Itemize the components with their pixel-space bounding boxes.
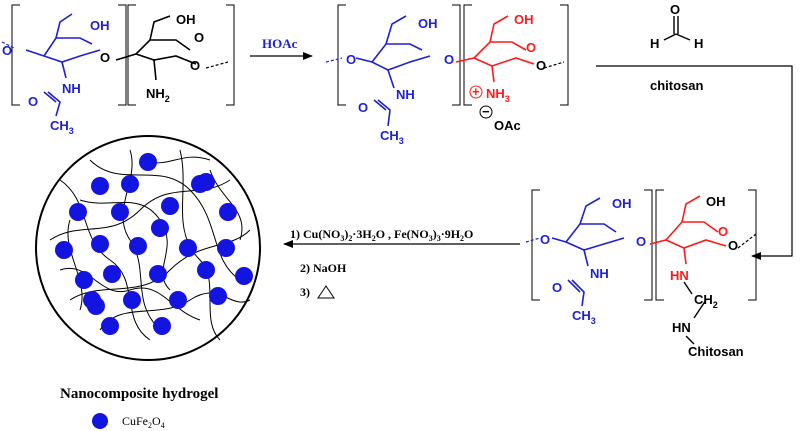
nanoparticle-dot xyxy=(103,265,121,283)
hn-label: HN xyxy=(670,268,689,283)
nh-label: NH xyxy=(590,266,609,281)
nanoparticle-dot xyxy=(219,203,237,221)
nanoparticle-dot xyxy=(83,291,101,309)
nanoparticle-dot xyxy=(129,237,147,255)
h-label: H xyxy=(650,36,659,51)
o-left-label: O xyxy=(540,232,550,247)
bracket-left xyxy=(11,4,20,106)
step2-label: 2) NaOH xyxy=(300,261,347,275)
o-ring-label: O xyxy=(194,30,204,45)
oh-label: OH xyxy=(706,194,726,209)
oh-label: OH xyxy=(418,16,438,31)
o-left-label: O xyxy=(346,52,356,67)
o-left-label: O xyxy=(2,43,12,58)
ch3-label: CH3 xyxy=(572,308,596,326)
oh-label: OH xyxy=(176,12,196,27)
nh-label: NH xyxy=(62,81,81,96)
legend-item-label: CuFe2O4 xyxy=(122,414,165,430)
legend-title: Nanocomposite hydrogel xyxy=(60,386,218,402)
nanoparticle-dot xyxy=(101,317,119,335)
ch2-label: CH2 xyxy=(694,292,718,310)
ch3-label: CH3 xyxy=(50,118,74,136)
nanoparticle-dot xyxy=(69,203,87,221)
oac-label: OAc xyxy=(494,118,521,133)
nanoparticle-dot xyxy=(191,175,209,193)
nanoparticle-dot xyxy=(123,291,141,309)
nanoparticle-dot xyxy=(121,175,139,193)
h-label: H xyxy=(694,36,703,51)
nanoparticle-group xyxy=(55,153,253,335)
o-glycosidic-label: O xyxy=(444,52,454,67)
o-ring-label: O xyxy=(536,58,546,73)
bracket-right xyxy=(226,4,235,106)
oh-label: OH xyxy=(612,196,632,211)
nanoparticle-dot xyxy=(161,197,179,215)
o-carbonyl-label: O xyxy=(552,280,562,295)
nanoparticle-dot xyxy=(197,261,215,279)
hn-label: HN xyxy=(672,320,691,335)
nanoparticle-dot xyxy=(153,317,171,335)
nanoparticle-dot xyxy=(91,235,109,253)
o-glycosidic-label: O xyxy=(100,50,110,65)
arrow-crosslink xyxy=(596,65,793,260)
nanoparticle-dot xyxy=(139,153,157,171)
legend-dot-icon xyxy=(92,413,108,429)
o-carbonyl-label: O xyxy=(358,100,368,115)
nanoparticle-dot xyxy=(111,203,129,221)
o-carbonyl-label: O xyxy=(28,94,38,109)
o-ring-label: O xyxy=(718,224,728,239)
o-ring-label: O xyxy=(190,58,200,73)
ch3-label: CH3 xyxy=(380,128,404,146)
acid-label: HOAc xyxy=(262,36,298,51)
nh3-label: NH3 xyxy=(486,86,510,104)
nanoparticle-dot xyxy=(75,271,93,289)
nanoparticle-dot xyxy=(169,291,187,309)
nh2-label: NH2 xyxy=(146,86,170,104)
nanoparticle-dot xyxy=(217,239,235,257)
plus-charge-label: + xyxy=(472,84,480,99)
chitosan-structure: O OH O NH O CH3 OH O NH2 O xyxy=(1,4,235,136)
plus-charge-icon xyxy=(469,85,483,99)
bracket-mid-right xyxy=(118,4,127,106)
nanoparticle-dot xyxy=(179,239,197,257)
hydrogel-sphere xyxy=(35,135,261,361)
o-ring-label: O xyxy=(728,238,738,253)
chitosan-acetate-structure: O OH O NH O CH3 OH O O NH3 + − OAc xyxy=(325,4,569,146)
minus-charge-icon xyxy=(479,105,493,119)
nanoparticle-dot xyxy=(55,241,73,259)
heat-triangle-icon xyxy=(317,285,335,299)
nanoparticle-dot xyxy=(149,265,167,283)
nh-label: NH xyxy=(396,87,415,102)
step3-label: 3) xyxy=(300,285,310,299)
nanoparticle-dot xyxy=(151,219,169,237)
oh-label: OH xyxy=(514,12,534,27)
formaldehyde-structure: O H H xyxy=(650,2,703,51)
minus-charge-label: − xyxy=(482,104,490,119)
nanoparticle-dot xyxy=(209,287,227,305)
nanoparticle-dot xyxy=(91,177,109,195)
o-glycosidic-label: O xyxy=(636,234,646,249)
oh-label: OH xyxy=(90,18,110,33)
step1-label: 1) Cu(NO3)2·3H2O , Fe(NO3)3·9H2O xyxy=(290,227,473,243)
o-label: O xyxy=(670,2,680,17)
bracket-mid-left xyxy=(127,4,136,106)
chitosan-label: Chitosan xyxy=(688,344,744,359)
o-ring-label: O xyxy=(526,40,536,55)
crosslinked-chitosan-structure: O OH O NH O CH3 OH O O HN CH2 HN Chitosa… xyxy=(525,189,757,359)
chitosan-reagent-label: chitosan xyxy=(650,78,704,93)
nanoparticle-dot xyxy=(235,267,253,285)
